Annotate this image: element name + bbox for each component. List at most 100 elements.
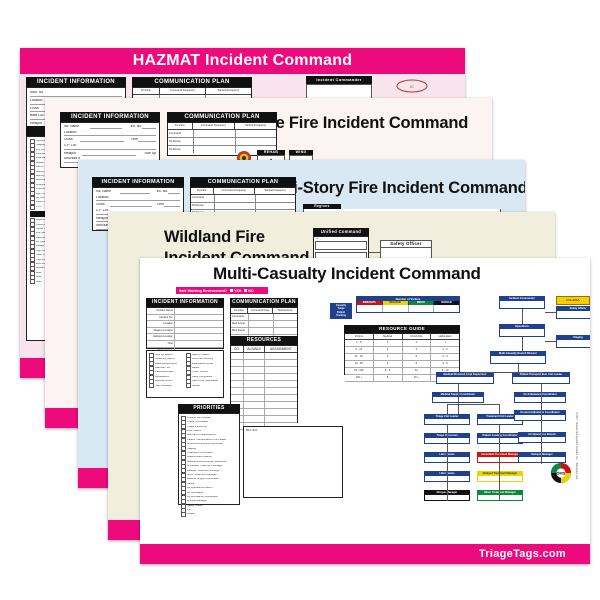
incident-field-input[interactable] [175,334,223,340]
org-node-aac[interactable]: Air Ambulance Coordinator [514,392,566,403]
table-cell[interactable] [244,353,265,359]
table-cell[interactable] [231,360,244,366]
table-cell[interactable] [244,395,265,401]
table-row[interactable] [231,416,297,423]
table-cell[interactable] [231,402,244,408]
table-cell[interactable] [231,381,244,387]
comm-row[interactable]: Med Group [231,328,297,335]
checkbox[interactable] [30,204,35,210]
org-node-hm[interactable]: Helispot Manager [518,452,566,463]
checklist-item[interactable]: Liaison [181,512,237,518]
checkbox[interactable] [186,383,191,389]
incident-field-row[interactable]: Incident Name [147,308,223,315]
org-node-dtm[interactable]: Delayed Treatment Manager [477,471,523,482]
checklist-item[interactable]: P.I.O. [30,204,122,210]
checklist-item[interactable]: Rehab [186,383,221,389]
yes-option[interactable]: YES [230,289,241,293]
comm-cell[interactable] [274,328,298,334]
comm-cell[interactable] [249,328,274,334]
table-row[interactable] [231,374,297,381]
table-cell[interactable] [231,374,244,380]
incident-field-row[interactable]: Helispot Location [147,334,223,341]
table-row[interactable] [231,360,297,367]
comm-cell[interactable] [274,314,298,320]
table-cell[interactable] [265,353,297,359]
org-node-mcbd[interactable]: Multi-Casualty Branch Director [490,351,546,364]
table-cell[interactable] [265,388,297,394]
incident-field-input[interactable] [175,321,223,327]
org-node-ic[interactable]: Incident Commander [499,296,545,309]
comm-cell[interactable] [249,321,274,327]
table-cell[interactable] [265,360,297,366]
table-cell[interactable] [231,353,244,359]
table-cell[interactable] [231,388,244,394]
incident-field-input[interactable] [175,341,223,347]
table-cell[interactable] [231,395,244,401]
table-cell[interactable] [244,367,265,373]
table-cell[interactable] [231,367,244,373]
incident-field-row[interactable]: Incident No. [147,314,223,322]
triagetags-url[interactable]: TriageTags.com [478,548,566,560]
comm-row[interactable]: Med Group [231,321,297,328]
safe-working-environment-banner[interactable]: Safe Working Environment? YES NO [176,287,268,294]
table-cell[interactable] [244,402,265,408]
mci-resources-panel[interactable]: CO. ALS/BLS ASSIGNMENT [230,345,298,430]
table-cell[interactable] [265,402,297,408]
mci-notes-panel[interactable]: NOTES [243,426,343,498]
org-node-staging[interactable]: Staging [556,335,590,348]
checklist-item[interactable]: Misc. [30,279,122,285]
incident-field-input[interactable] [175,328,223,334]
table-cell[interactable] [265,409,297,415]
table-cell[interactable] [265,367,297,373]
table-row[interactable] [231,388,297,395]
org-node-plc[interactable]: Patient Loading Coordinator [477,433,523,444]
checklist-item-label: Safety Officer [187,504,203,507]
checkbox[interactable] [181,512,186,518]
table-row[interactable] [231,395,297,402]
resource-guide-cell: 1 - 2 [442,348,448,351]
org-node-gac[interactable]: Ground Ambulance Coordinator [514,410,566,421]
comm-cell[interactable] [274,321,298,327]
comm-row[interactable]: Command [231,314,297,321]
table-cell[interactable] [244,416,265,422]
card-multi-casualty[interactable]: Multi-Casualty Incident Command Safe Wor… [140,258,590,564]
table-row[interactable] [231,402,297,409]
checklist-item[interactable]: Staff Activation [149,383,184,389]
org-node-ops[interactable]: Operations [499,324,545,337]
org-node-safety[interactable]: Safety Officer [556,306,590,319]
incident-field-row[interactable]: Staging Location [147,327,223,335]
table-row[interactable] [231,381,297,388]
checkbox[interactable] [30,279,35,285]
table-cell[interactable] [244,409,265,415]
org-node-aob[interactable]: Air Operations Branch [518,432,566,443]
incident-field-input[interactable] [175,308,223,314]
incident-field-row[interactable]: Time [147,340,223,348]
checkbox[interactable] [149,383,154,389]
table-cell[interactable] [244,374,265,380]
table-cell[interactable] [265,374,297,380]
table-cell[interactable] [265,395,297,401]
org-node-itm[interactable]: Immediate Treatment Manager [477,452,523,463]
table-cell[interactable] [265,381,297,387]
table-cell[interactable] [244,388,265,394]
table-cell[interactable] [231,416,244,422]
org-node-mtm[interactable]: Minor Treatment Manager [477,490,523,501]
table-row[interactable] [231,367,297,374]
checklist-item-label: Utility Companies [192,375,213,378]
org-node-tul[interactable]: Triage Unit Leader [424,414,470,425]
table-row[interactable] [231,353,297,360]
table-cell[interactable] [244,360,265,366]
incident-field-row[interactable]: Location [147,321,223,328]
table-cell[interactable] [265,416,297,422]
incident-field-input[interactable] [175,315,223,321]
comm-cell[interactable] [249,314,274,320]
no-option[interactable]: NO [244,289,254,293]
table-cell[interactable] [231,409,244,415]
table-cell[interactable] [244,381,265,387]
checklist-item-label: Health Dept. [36,219,51,222]
table-row[interactable] [231,409,297,416]
